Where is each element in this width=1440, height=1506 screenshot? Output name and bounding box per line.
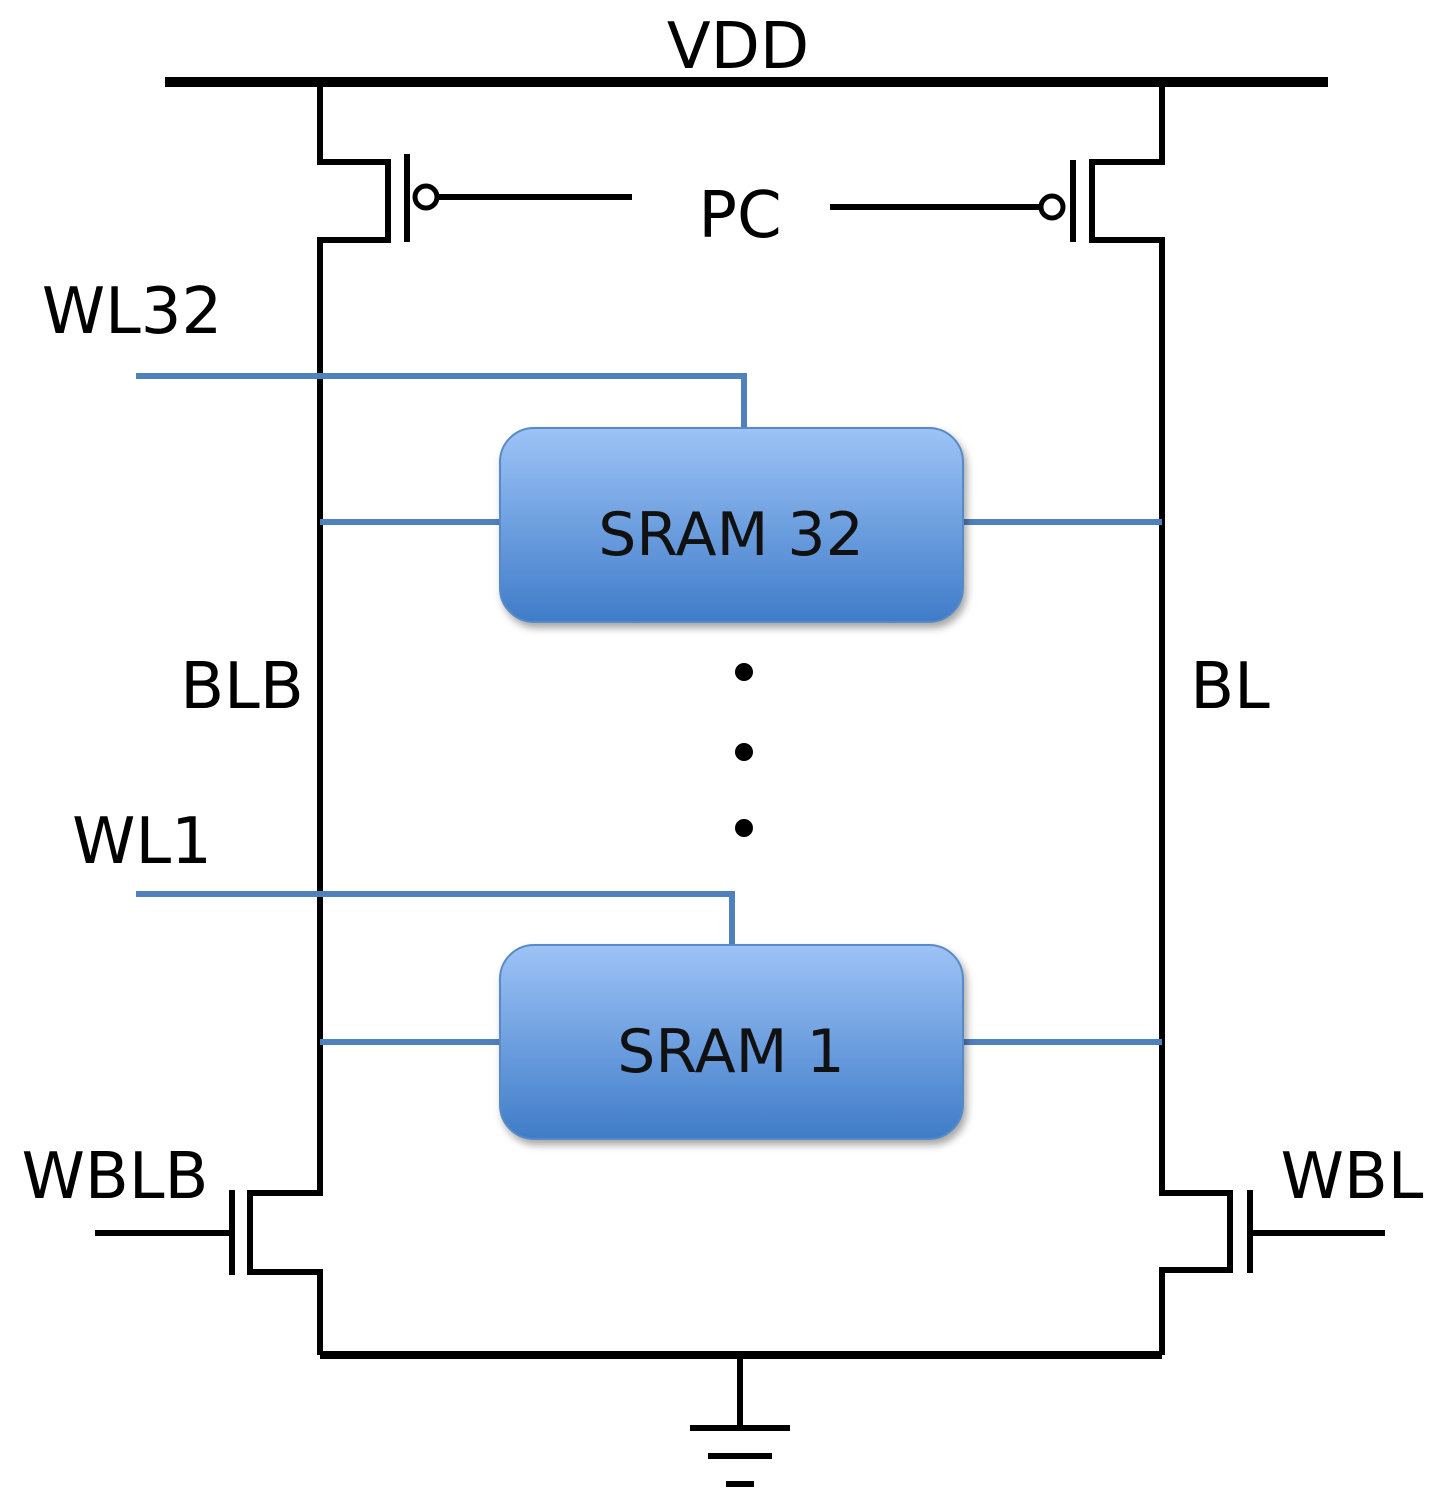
sram1-label: SRAM 1 (617, 1017, 844, 1087)
write-nmos-left (95, 1155, 323, 1355)
write-nmos-right (1159, 1155, 1385, 1355)
pmos-gate-bubble-left (412, 183, 440, 211)
ellipsis-dots (735, 663, 753, 837)
sram32-label: SRAM 32 (598, 500, 864, 570)
wl1-label: WL1 (72, 805, 212, 879)
ground-icon (690, 1355, 790, 1487)
precharge-pmos-left (317, 82, 632, 262)
sram1-block (499, 944, 964, 1140)
wl32-label: WL32 (42, 275, 222, 349)
bl-label: BL (1190, 650, 1270, 724)
wblb-label: WBLB (22, 1140, 209, 1214)
pmos-gate-bubble-right (1038, 193, 1066, 221)
sram32-block (499, 427, 964, 623)
wl32-line (136, 373, 747, 428)
precharge-pmos-right (830, 82, 1165, 262)
wl1-line (136, 891, 735, 945)
vdd-label: VDD (667, 10, 809, 84)
blb-label: BLB (180, 650, 303, 724)
pc-label: PC (698, 179, 781, 253)
wbl-label: WBL (1281, 1140, 1424, 1214)
